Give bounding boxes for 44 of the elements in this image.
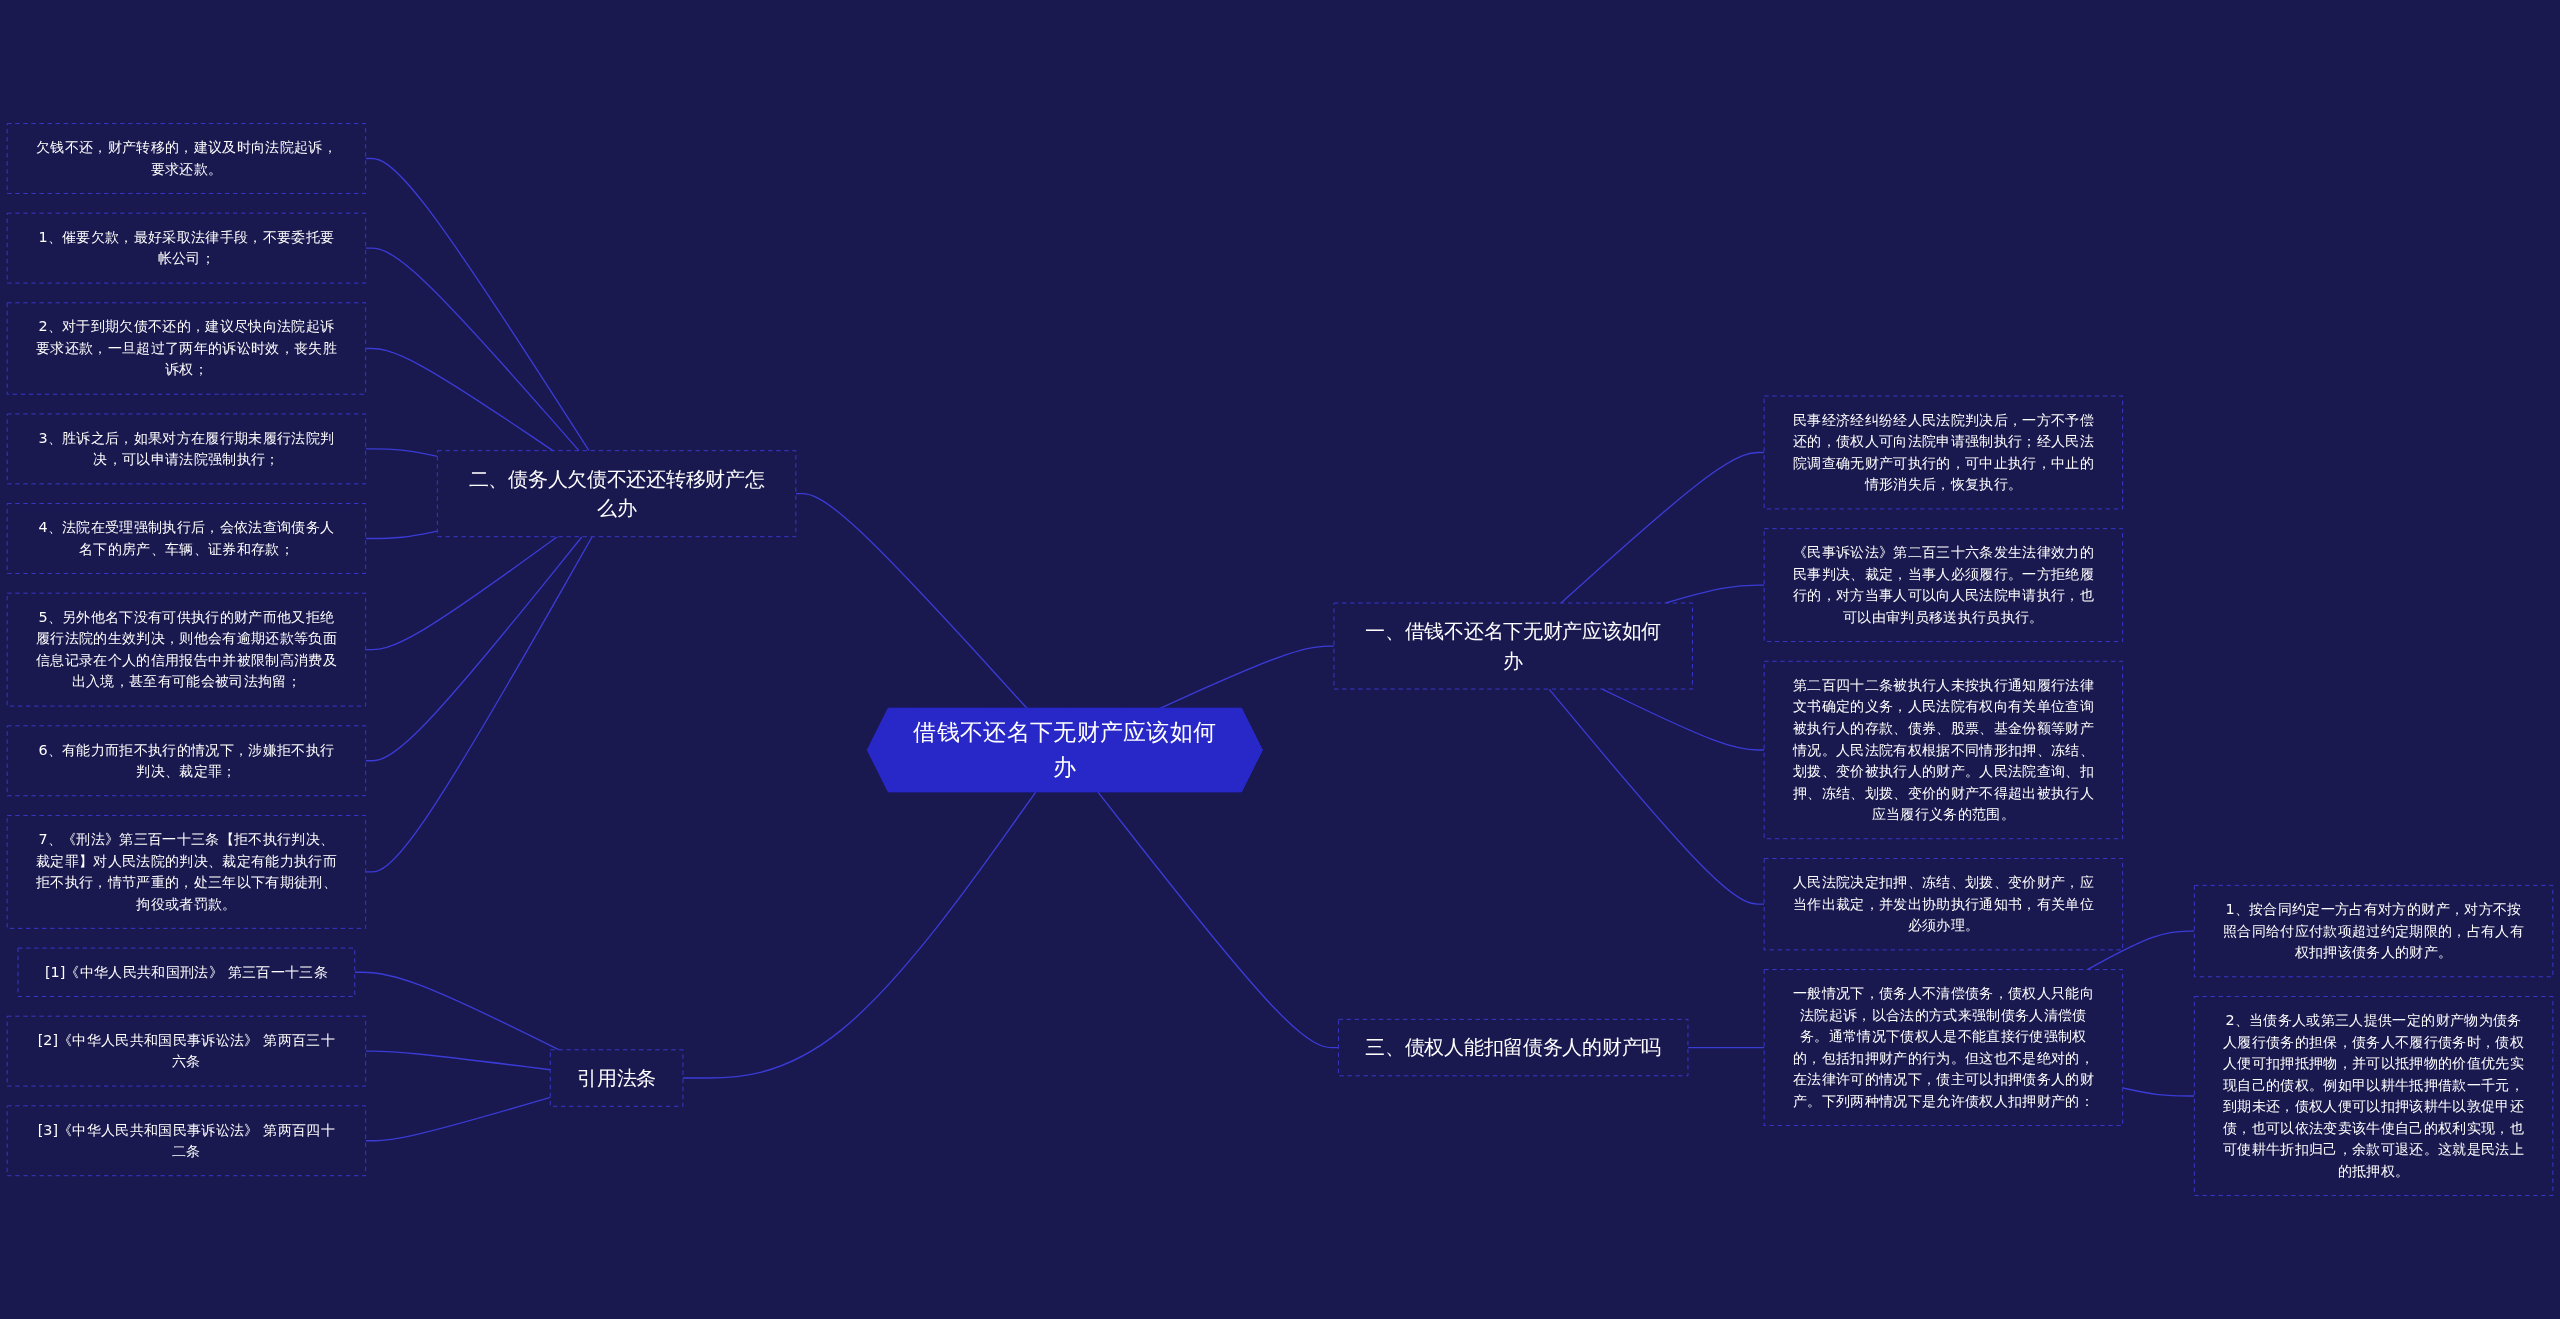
node-box: 第二百四十二条被执行人未按执行通知履行法律文书确定的义务，人民法院有权向有关单位查询被执行人的存款、债券、股票、基金份额等财产情况。人民法院有权根据不同情形扣押、冻结、划拨、变价被执行人的财产。人民法院查询、扣押、冻结、划拨、变价的财产不得超出被执行人应当履行义务的范围。 (1763, 660, 2124, 840)
connector (1664, 584, 1765, 604)
node-box: 民事经济经纠纷经人民法院判决后，一方不予偿还的，债权人可向法院申请强制执行；经人民法院调查确无财产可执行的，可中止执行，中止的情形消失后，恢复执行。 (1763, 395, 2124, 510)
connector (2086, 930, 2195, 971)
node-box: 三、债权人能扣留债务人的财产吗 (1338, 1018, 1689, 1077)
connector (1097, 791, 1340, 1049)
connector (2121, 1087, 2195, 1097)
connector (1158, 645, 1335, 710)
connector (1548, 688, 1765, 905)
node-box: 一、借钱不还名下无财产应该如何办 (1333, 602, 1693, 690)
node-box: [2]《中华人民共和国民事诉讼法》 第两百三十六条 (6, 1015, 367, 1087)
node-box: 二、债务人欠债不还还转移财产怎么办 (436, 450, 797, 538)
connector (1560, 451, 1765, 604)
node-box: [1]《中华人民共和国刑法》 第三百一十三条 (17, 947, 356, 997)
node-box: 3、胜诉之后，如果对方在履行期未履行法院判决，可以申请法院强制执行； (6, 413, 367, 485)
node-box: 7、《刑法》第三百一十三条【拒不执行判决、裁定罪】对人民法院的判决、裁定有能力执行而拒不执行，情节严重的，处三年以下有期徒刑、拘役或者罚款。 (6, 815, 367, 929)
node-box: 5、另外他名下没有可供执行的财产而他又拒绝履行法院的生效判决，则他会有逾期还款等负面信息记录在个人的信用报告中并被限制高消费及出入境，甚至有可能会被司法拘留； (6, 592, 367, 707)
node-box: 一般情况下，债务人不清偿债务，债权人只能向法院起诉，以合法的方式来强制债务人清偿债务。通常情况下债权人是不能直接行使强制权的，包括扣押财产的行为。但这也不是绝对的，在法律许可的情况下，债主可以扣押债务人的财产。下列两种情况下是允许债权人扣押财产的： (1763, 969, 2124, 1126)
connector (365, 1096, 551, 1142)
node-box: 4、法院在受理强制执行后，会依法查询债务人名下的房产、车辆、证券和存款； (6, 503, 367, 574)
connector (365, 448, 439, 458)
node-box: 欠钱不还，财产转移的，建议及时向法院起诉，要求还款。 (6, 123, 367, 194)
connector (1687, 1046, 1765, 1049)
node-box: 2、当债务人或第三人提供一定的财产物为债务人履行债务的担保，债务人不履行债务时，债权人便可扣押抵押物，并可以抵押物的价值优先实现自己的债权。例如甲以耕牛抵押借款一千元，到期未还，债权人便可以扣押该耕牛以敦促甲还债，也可以依法变卖该牛使自己的权利实现，也可使耕牛折扣归己，余款可退还。这就是民法上的抵押权。 (2193, 996, 2554, 1196)
connector (1601, 688, 1765, 751)
node-box: [3]《中华人民共和国民事诉讼法》 第两百四十二条 (6, 1105, 367, 1177)
connector (365, 1050, 551, 1071)
connector (795, 493, 1029, 710)
connector (365, 536, 558, 651)
node-box: 1、催要欠款，最好采取法律手段，不要委托要帐公司； (6, 212, 367, 284)
node-box: 6、有能力而拒不执行的情况下，涉嫌拒不执行判决、裁定罪； (6, 725, 367, 797)
node-box: 人民法院决定扣押、冻结、划拨、变价财产，应当作出裁定，并发出协助执行通知书，有关单位必须办理。 (1763, 858, 2124, 951)
connector (682, 791, 1037, 1079)
node-box: 2、对于到期欠债不还的，建议尽快向法院起诉要求还款，一旦超过了两年的诉讼时效，丧失胜诉权； (6, 302, 367, 395)
connector (365, 247, 580, 452)
connector (365, 157, 590, 452)
connector (365, 536, 583, 762)
connector (365, 536, 593, 873)
connector (354, 971, 560, 1051)
connector (365, 347, 554, 452)
node-box: 《民事诉讼法》第二百三十六条发生法律效力的民事判决、裁定，当事人必须履行。一方拒绝履行的，对方当事人可以向人民法院申请执行，也可以由审判员移送执行员执行。 (1763, 528, 2124, 643)
node-box: 1、按合同约定一方占有对方的财产，对方不按照合同给付应付款项超过约定期限的，占有人有权扣押该债务人的财产。 (2193, 884, 2554, 978)
connector (365, 530, 439, 540)
node-box: 引用法条 (549, 1049, 684, 1107)
